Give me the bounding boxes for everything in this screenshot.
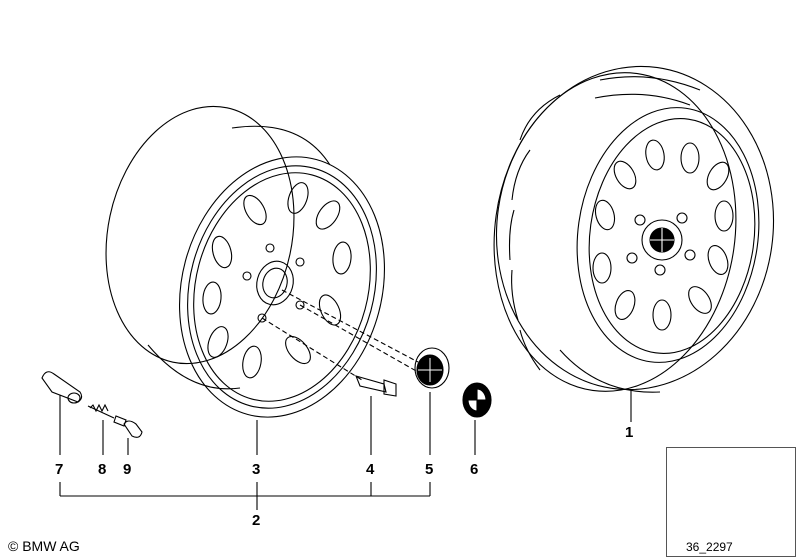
callout-3: 3: [252, 461, 261, 478]
leader-lines: [59, 390, 632, 510]
car-position-inset: [666, 447, 796, 557]
wheel-tyre-drawing: [493, 65, 775, 393]
bolt-and-cap-drawing: [261, 289, 450, 397]
copyright-label: © BMW AG: [8, 538, 80, 554]
callout-5: 5: [425, 461, 434, 478]
callout-2: 2: [252, 512, 261, 529]
diagram-code: 36_2297: [686, 540, 733, 554]
emblem-drawing: [462, 382, 492, 418]
callout-1: 1: [625, 424, 634, 441]
callout-6: 6: [470, 461, 479, 478]
callout-4: 4: [366, 461, 375, 478]
callout-8: 8: [98, 461, 107, 478]
callout-7: 7: [55, 461, 64, 478]
rim-drawing: [105, 105, 386, 418]
callout-9: 9: [123, 461, 132, 478]
valve-parts-drawing: [41, 371, 143, 438]
